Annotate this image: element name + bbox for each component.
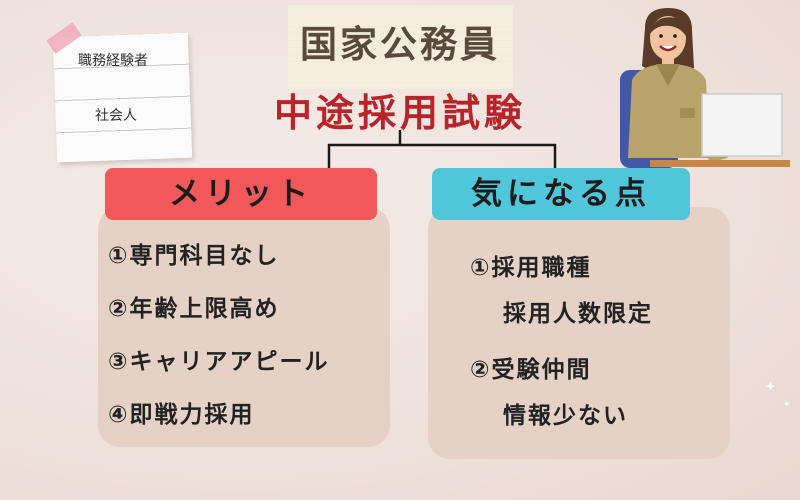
main-title: 国家公務員 [300,23,500,66]
concern-item-1-detail: 採用人数限定 [503,301,653,327]
sub-title: 中途採用試験 [273,91,526,135]
concerns-badge: 気になる点 [432,168,690,220]
note-line-1: 職務経験者 [78,53,148,69]
office-worker-illustration [620,8,790,168]
merits-panel [98,207,390,447]
merit-item-4: ④即戦力採用 [108,402,255,428]
merits-badge: メリット [105,168,377,220]
merit-item-2: ②年齢上限高め [108,296,280,322]
concern-item-2: ②受験仲間 [470,357,592,383]
merit-item-3: ③キャリアアピール [108,349,330,375]
note-line-2: 社会人 [95,108,137,124]
concern-item-1: ①採用職種 [470,255,592,281]
merit-item-1: ①専門科目なし [108,243,280,269]
sparkle-icon: ✦ [765,380,776,395]
title-paper-background [288,5,513,89]
sparkle-icon-small: ✦ [783,400,791,410]
concern-item-2-detail: 情報少ない [503,403,628,429]
concerns-panel [428,207,730,459]
